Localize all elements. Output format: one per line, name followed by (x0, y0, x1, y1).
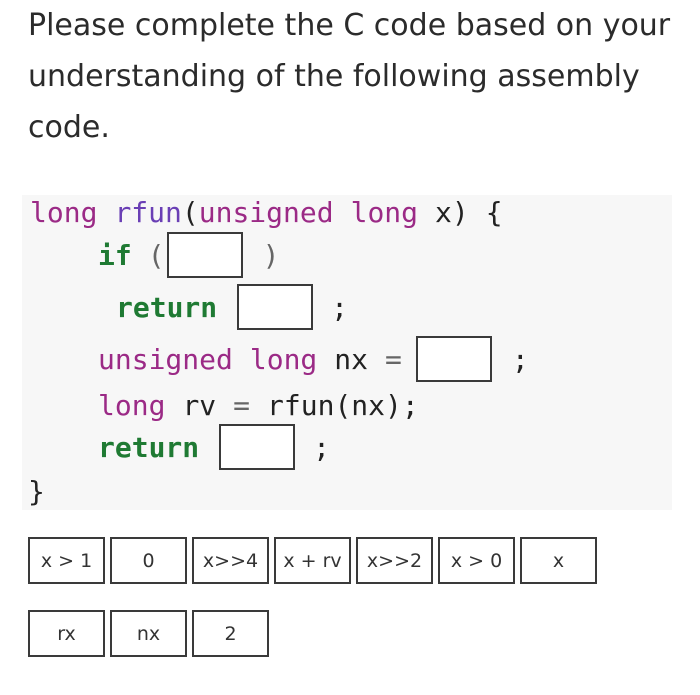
keyword-long: long (249, 342, 318, 376)
blank-return-final[interactable] (219, 424, 296, 470)
recursive-call: rfun(nx); (267, 388, 419, 422)
function-name: rfun (114, 195, 182, 229)
semicolon: ; (313, 430, 331, 464)
param-x: x) (435, 195, 469, 229)
code-block: long rfun ( unsigned long x) { if ( ) re… (22, 195, 672, 510)
keyword-long-param: long (350, 195, 419, 229)
blank-if-condition[interactable] (166, 232, 243, 278)
semicolon: ; (511, 342, 529, 376)
code-line-signature: long rfun ( unsigned long x) { (30, 195, 503, 229)
prompt-line-3: code. (28, 110, 110, 145)
open-brace: { (485, 195, 503, 229)
code-line-closing-brace: } (28, 474, 45, 508)
code-line-return-final: return ; (98, 424, 330, 470)
prompt-line-2: understanding of the following assembly (28, 59, 640, 94)
code-line-rv: long rv = rfun(nx); (98, 388, 419, 422)
keyword-if: if (98, 238, 132, 272)
option-x-plus-rv[interactable]: x + rv (274, 537, 351, 584)
if-close-paren: ) (262, 238, 280, 272)
closing-brace: } (28, 474, 45, 508)
question-prompt: Please complete the C code based on your… (28, 0, 671, 153)
option-x-greater-1[interactable]: x > 1 (28, 537, 105, 584)
option-x[interactable]: x (520, 537, 597, 584)
var-nx: nx (334, 342, 369, 376)
if-open-paren: ( (147, 238, 165, 272)
blank-nx-value[interactable] (415, 336, 492, 382)
semicolon: ; (331, 290, 349, 324)
code-line-if: if ( ) (98, 231, 279, 279)
blank-return-base[interactable] (237, 284, 314, 330)
code-line-return-base: return ; (116, 284, 348, 330)
option-two[interactable]: 2 (192, 610, 269, 657)
var-rv: rv (182, 388, 217, 422)
option-x-shift-4[interactable]: x>>4 (192, 537, 269, 584)
open-paren: ( (181, 195, 199, 229)
keyword-long: long (98, 388, 166, 422)
keyword-long: long (30, 195, 98, 229)
code-line-nx: unsigned long nx = ; (98, 335, 529, 383)
assign-operator: = (233, 388, 251, 422)
keyword-return: return (116, 290, 218, 324)
option-rx[interactable]: rx (28, 610, 105, 657)
prompt-line-1: Please complete the C code based on your (28, 8, 671, 43)
option-nx[interactable]: nx (110, 610, 187, 657)
option-x-greater-0[interactable]: x > 0 (438, 537, 515, 584)
keyword-unsigned: unsigned (198, 195, 334, 229)
keyword-unsigned: unsigned (98, 342, 233, 376)
option-x-shift-2[interactable]: x>>2 (356, 537, 433, 584)
keyword-return: return (98, 430, 200, 464)
assign-operator: = (385, 342, 402, 376)
option-zero[interactable]: 0 (110, 537, 187, 584)
